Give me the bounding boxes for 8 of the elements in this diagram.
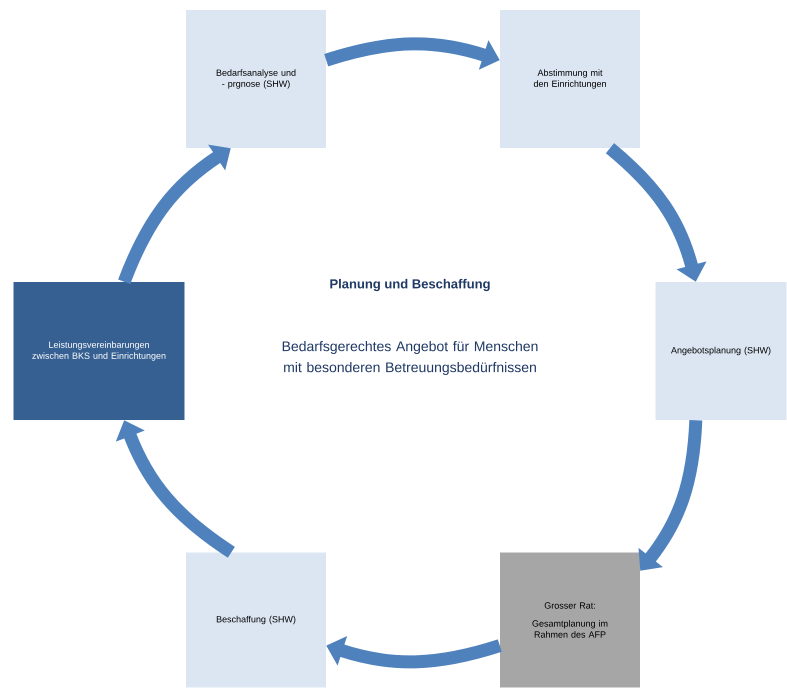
process-box: Leistungsvereinbarungen zwischen BKS und Einrichtungen bbox=[14, 282, 184, 420]
process-box: Grosser Rat: Gesamtplanung im Rahmen des AFP bbox=[500, 552, 640, 688]
heading: Planung und Beschaffung bbox=[330, 278, 490, 292]
process-box: Angebotsplanung (SHW) bbox=[656, 282, 786, 420]
process-box: Abstimmung mit den Einrichtungen bbox=[500, 10, 640, 148]
body-text: Bedarfsgerechtes Angebot für Menschen mit besonderen Betreuungsbedürfnissen bbox=[282, 340, 538, 376]
process-box: Bedarfsanalyse und - prgnose (SHW) bbox=[186, 10, 326, 148]
process-box: Beschaffung (SHW) bbox=[186, 552, 326, 688]
